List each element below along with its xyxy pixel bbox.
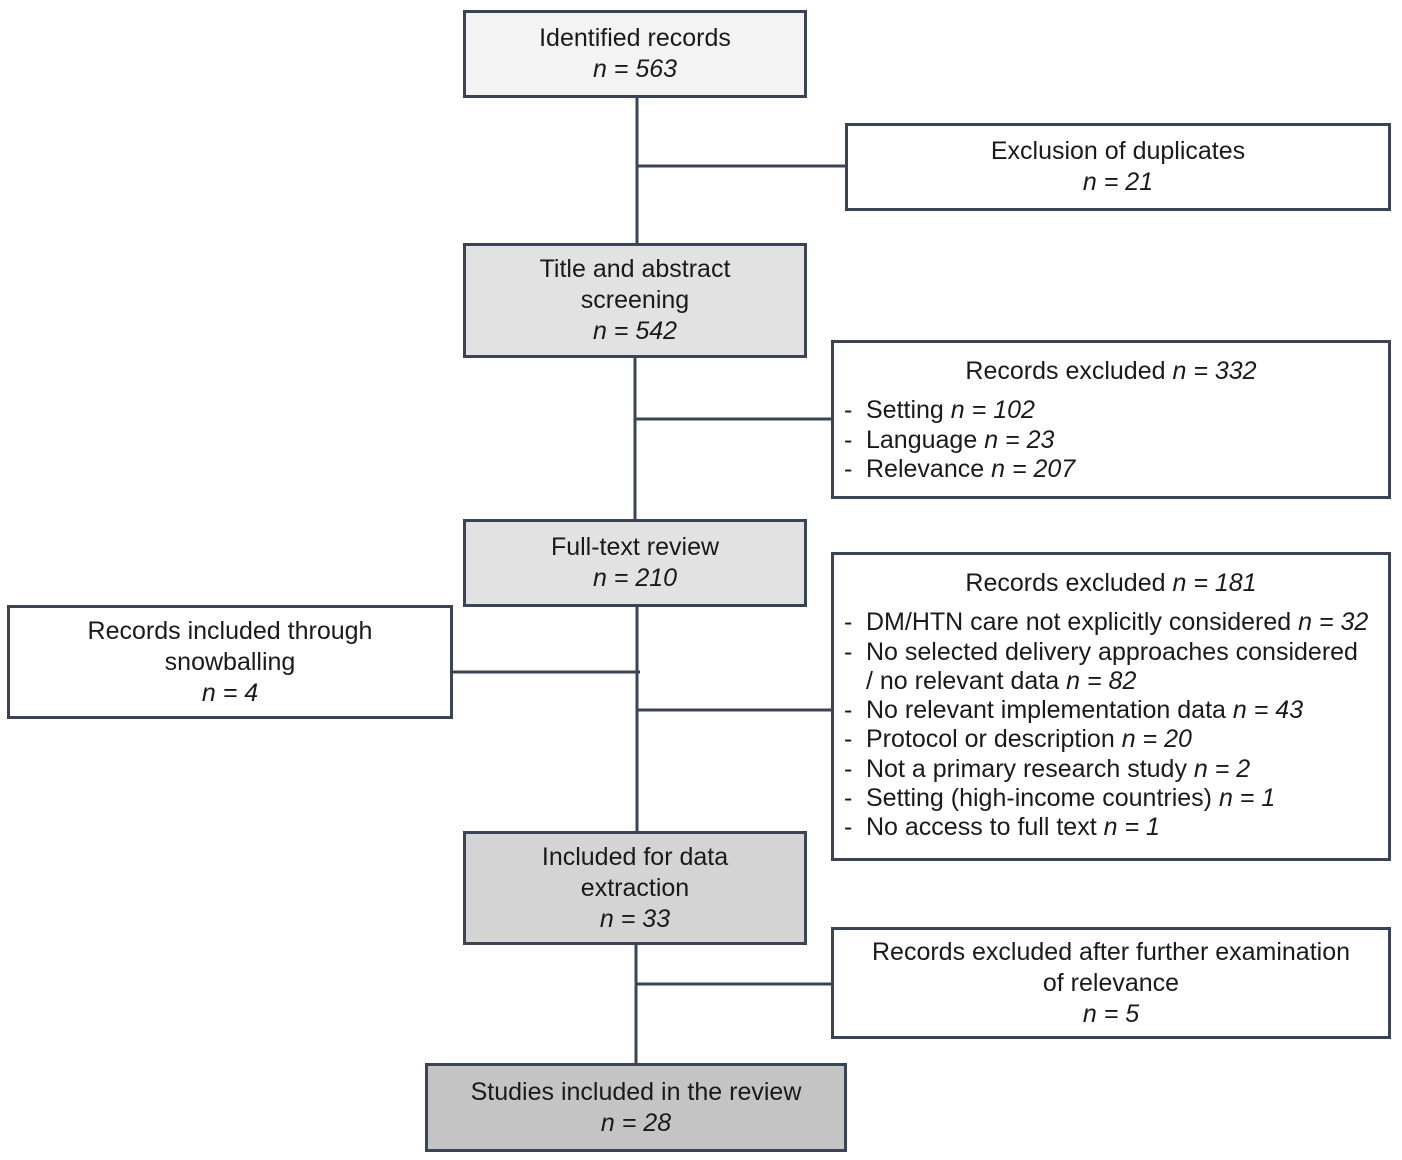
duplicates-label: Exclusion of duplicates [990,137,1246,165]
box-excluded-relevance: Records excluded after further examinati… [831,927,1391,1039]
excluded-screening-title: Records excluded n = 332 [834,357,1388,386]
box-snowballing: Records included through snowballing n =… [7,605,453,719]
list-item: -Setting (high-income countries) n = 1 [844,784,1276,813]
list-item: -Not a primary research study n = 2 [844,754,1251,783]
list-item: -Protocol or description n = 20 [844,725,1192,754]
extraction-count: n = 33 [599,904,671,933]
box-exclusion-duplicates: Exclusion of duplicates n = 21 [845,123,1391,211]
identified-count: n = 563 [592,55,678,83]
excluded-relevance-label-line2: of relevance [1042,968,1180,997]
box-records-excluded-fulltext: Records excluded n = 181 -DM/HTN care no… [831,552,1391,861]
list-item: -Relevance n = 207 [844,454,1076,483]
excluded-fulltext-title: Records excluded n = 181 [834,569,1388,598]
duplicates-count: n = 21 [1082,168,1154,196]
list-item: -No access to full text n = 1 [844,813,1160,842]
snowballing-label-line2: snowballing [164,647,296,676]
fulltext-label: Full-text review [550,533,720,561]
excluded-screening-count: n = 332 [1172,357,1257,385]
list-item: -Setting n = 102 [844,396,1035,425]
extraction-label-line2: extraction [580,873,690,902]
box-full-text-review: Full-text review n = 210 [463,519,807,607]
list-item: -Language n = 23 [844,425,1055,454]
screening-label-line1: Title and abstract [539,255,731,283]
excluded-fulltext-count: n = 181 [1172,569,1257,597]
included-count: n = 28 [600,1108,672,1137]
box-identified-records: Identified records n = 563 [463,10,807,98]
excluded-fulltext-list: -DM/HTN care not explicitly considered n… [834,608,1388,842]
fulltext-count: n = 210 [592,564,678,592]
snowballing-label-line1: Records included through [87,616,373,645]
excluded-screening-list: -Setting n = 102 -Language n = 23 -Relev… [834,396,1388,484]
box-title-abstract-screening: Title and abstract screening n = 542 [463,243,807,358]
screening-label-line2: screening [580,286,690,314]
extraction-label-line1: Included for data [541,842,729,871]
list-item: -DM/HTN care not explicitly considered n… [844,608,1369,637]
box-records-excluded-screening: Records excluded n = 332 -Setting n = 10… [831,340,1391,499]
snowballing-count: n = 4 [201,678,259,707]
list-item: -No selected delivery approaches conside… [844,637,1358,695]
box-studies-included: Studies included in the review n = 28 [425,1063,847,1152]
list-item: -No relevant implementation data n = 43 [844,696,1304,725]
excluded-relevance-label-line1: Records excluded after further examinati… [871,937,1351,966]
identified-label: Identified records [539,24,731,52]
screening-count: n = 542 [592,317,678,345]
included-label: Studies included in the review [470,1077,802,1106]
excluded-relevance-count: n = 5 [1082,999,1140,1028]
excluded-fulltext-title-label: Records excluded [965,569,1166,597]
box-included-data-extraction: Included for data extraction n = 33 [463,831,807,945]
excluded-screening-title-label: Records excluded [965,357,1166,385]
